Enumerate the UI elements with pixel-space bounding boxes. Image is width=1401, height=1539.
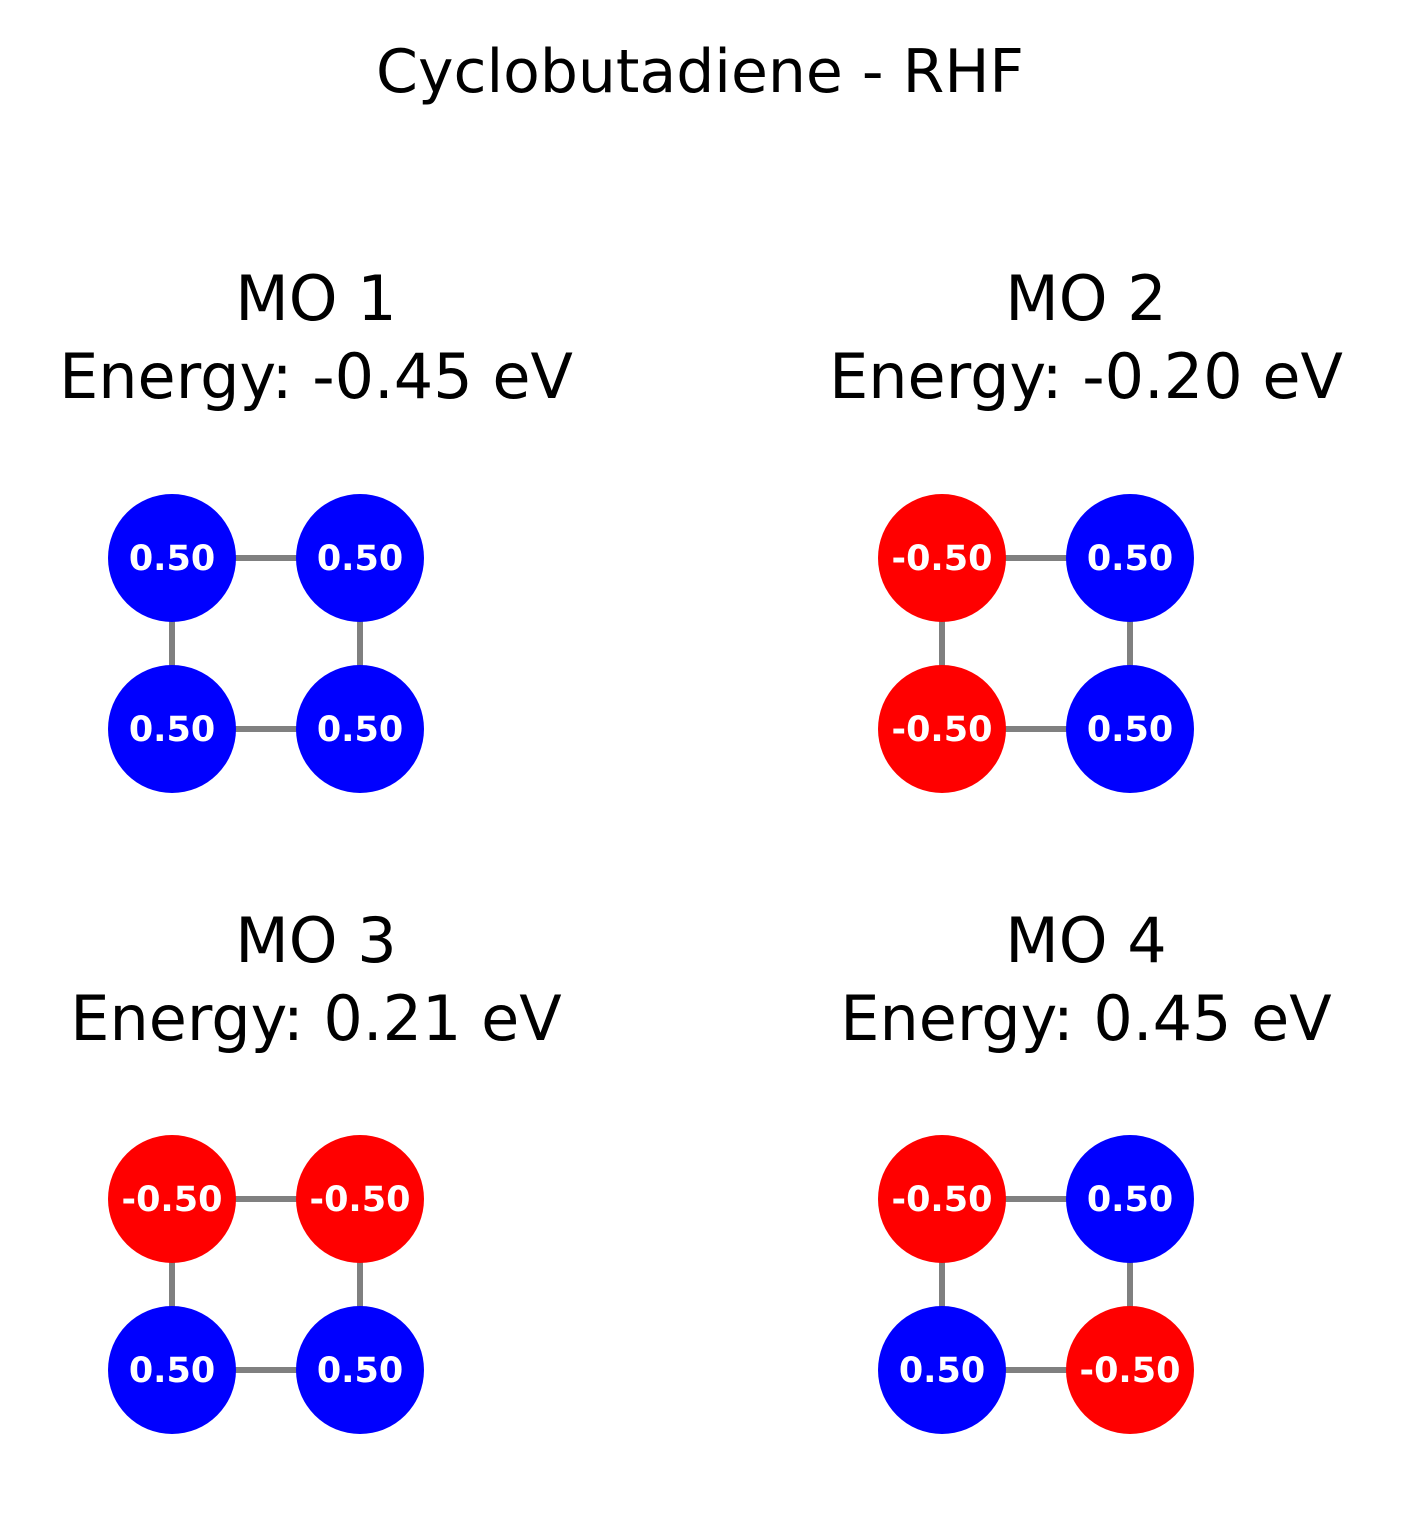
coefficient-label: 0.50 [317,539,403,579]
atom-node [878,665,1006,793]
atom-node [1066,1135,1194,1263]
coefficient-label: -0.50 [122,1180,223,1220]
mo-energy-label: Energy: -0.45 eV [59,340,573,413]
coefficient-label: 0.50 [129,1351,215,1391]
coefficient-label: 0.50 [129,710,215,750]
atom-node [296,1135,424,1263]
figure-title: Cyclobutadiene - RHF [376,37,1024,107]
mo-title: MO 3 [235,904,396,977]
atom-node [108,1135,236,1263]
atom-node [1066,494,1194,622]
coefficient-label: -0.50 [892,1180,993,1220]
mo-energy-label: Energy: 0.45 eV [840,982,1331,1055]
atom-node [878,1306,1006,1434]
mo-title: MO 4 [1005,904,1166,977]
coefficient-label: 0.50 [317,1351,403,1391]
coefficient-label: -0.50 [892,710,993,750]
mo-title: MO 1 [235,262,396,335]
mo-energy-label: Energy: 0.21 eV [70,982,561,1055]
atom-node [878,1135,1006,1263]
atom-node [1066,665,1194,793]
coefficient-label: 0.50 [1087,539,1173,579]
coefficient-label: 0.50 [129,539,215,579]
coefficient-label: 0.50 [317,710,403,750]
atom-node [108,665,236,793]
mo-energy-label: Energy: -0.20 eV [829,340,1343,413]
atom-node [296,494,424,622]
coefficient-label: -0.50 [892,539,993,579]
coefficient-label: 0.50 [1087,1180,1173,1220]
atom-node [296,1306,424,1434]
atom-node [296,665,424,793]
coefficient-label: -0.50 [310,1180,411,1220]
coefficient-label: -0.50 [1080,1351,1181,1391]
atom-node [878,494,1006,622]
mo-title: MO 2 [1005,262,1166,335]
atom-node [108,494,236,622]
coefficient-label: 0.50 [899,1351,985,1391]
atom-node [108,1306,236,1434]
atom-node [1066,1306,1194,1434]
coefficient-label: 0.50 [1087,710,1173,750]
